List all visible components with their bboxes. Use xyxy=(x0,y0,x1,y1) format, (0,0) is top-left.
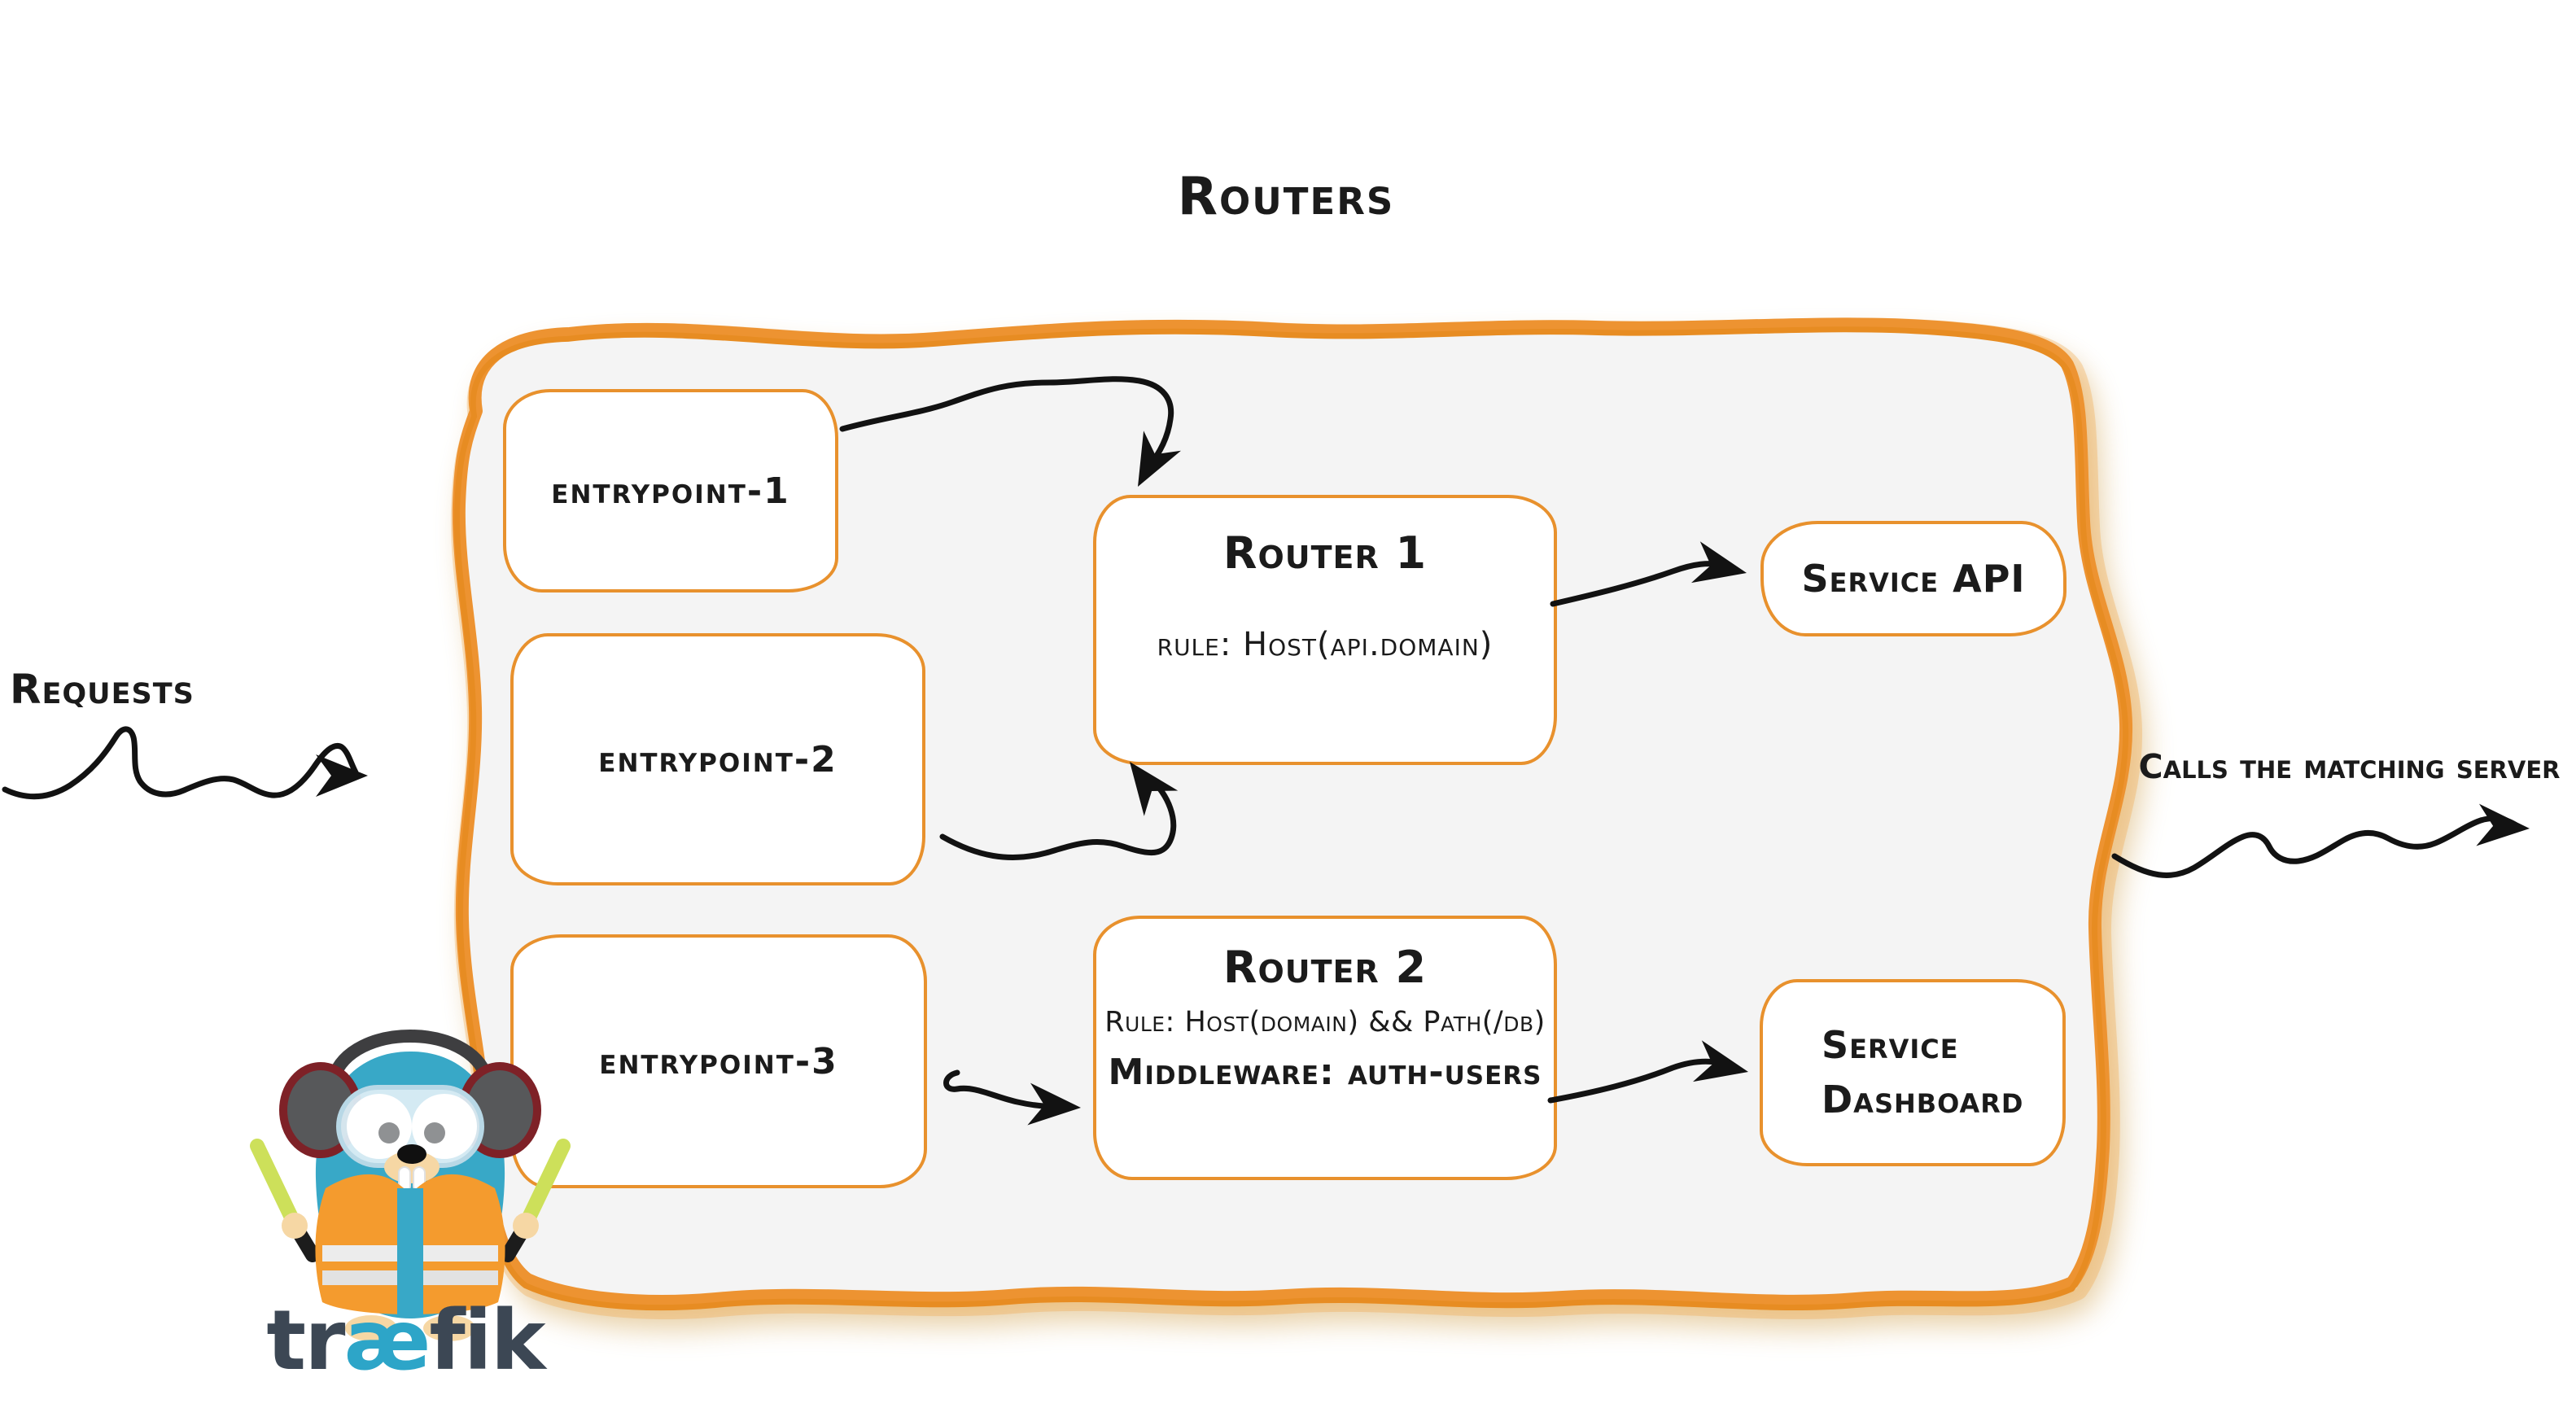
entrypoint-1-label: entrypoint-1 xyxy=(551,470,790,512)
calls-server-label: Calls the matching server xyxy=(2138,747,2561,786)
traefik-wordmark: træfik xyxy=(251,1295,560,1387)
wordmark-part2: æ xyxy=(343,1292,431,1389)
diagram-title: Routers xyxy=(1177,167,1395,227)
router-2-middleware: Middleware: auth-users xyxy=(1108,1052,1542,1093)
service-dashboard-label: Service Dashboard xyxy=(1822,1023,2024,1122)
entrypoint-3-label: entrypoint-3 xyxy=(599,1040,838,1082)
router-2-box: Router 2 Rule: Host(domain) && Path(/db)… xyxy=(1093,916,1557,1180)
requests-label: Requests xyxy=(10,666,195,713)
wordmark-part3: fik xyxy=(429,1292,545,1389)
router-1-rule: rule: Host(api.domain) xyxy=(1157,626,1494,663)
service-api-box: Service API xyxy=(1760,521,2066,636)
router-2-rule: Rule: Host(domain) && Path(/db) xyxy=(1104,1006,1546,1039)
service-dashboard-box: Service Dashboard xyxy=(1760,979,2066,1166)
traefik-gopher-mascot-icon xyxy=(250,1030,571,1341)
router-1-title: Router 1 xyxy=(1222,527,1428,579)
router-2-title: Router 2 xyxy=(1222,942,1428,993)
entrypoint-2-box: entrypoint-2 xyxy=(510,633,925,885)
entrypoint-3-box: entrypoint-3 xyxy=(510,934,927,1188)
wordmark-part1: tr xyxy=(266,1292,345,1389)
service-api-label: Service API xyxy=(1801,556,2026,601)
router-1-box: Router 1 rule: Host(api.domain) xyxy=(1093,495,1557,765)
entrypoint-2-label: entrypoint-2 xyxy=(598,738,838,781)
entrypoint-1-box: entrypoint-1 xyxy=(503,389,838,592)
